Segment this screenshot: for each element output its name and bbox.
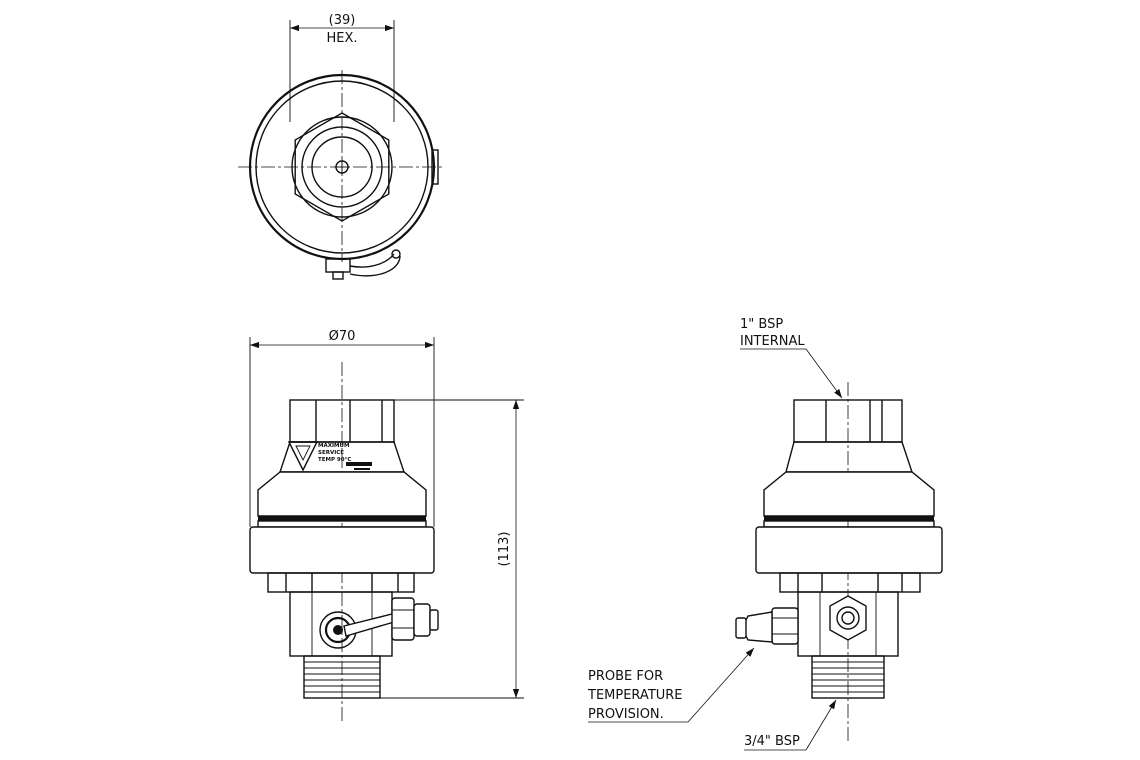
probe-callout-line-1: PROBE FOR — [588, 669, 663, 684]
front-view: MAXIMUM SERVICE TEMP 90°C — [249, 329, 524, 722]
outlet-callout: 3/4" BSP — [744, 734, 800, 749]
hex-dimension-value: (39) — [329, 13, 356, 28]
top-view: (39) HEX. — [238, 13, 445, 280]
hex-dimension-label: HEX. — [326, 31, 357, 46]
label-plate: MAXIMUM SERVICE TEMP 90°C — [287, 441, 372, 472]
label-line-1: MAXIMUM — [318, 443, 349, 449]
height-dimension: (113) — [497, 532, 512, 567]
inlet-callout-line-2: INTERNAL — [740, 334, 805, 349]
watermark-logo — [287, 441, 319, 472]
probe-callout-line-2: TEMPERATURE — [587, 688, 683, 703]
label-line-3: TEMP 90°C — [318, 457, 351, 463]
label-line-2: SERVICE — [318, 450, 344, 456]
probe-callout-line-3: PROVISION. — [588, 707, 664, 722]
inlet-callout-line-1: 1" BSP — [740, 317, 783, 332]
diameter-dimension: Ø70 — [329, 329, 356, 344]
side-view: 1" BSP INTERNAL PROBE FOR TEMPERATURE PR… — [587, 317, 943, 751]
